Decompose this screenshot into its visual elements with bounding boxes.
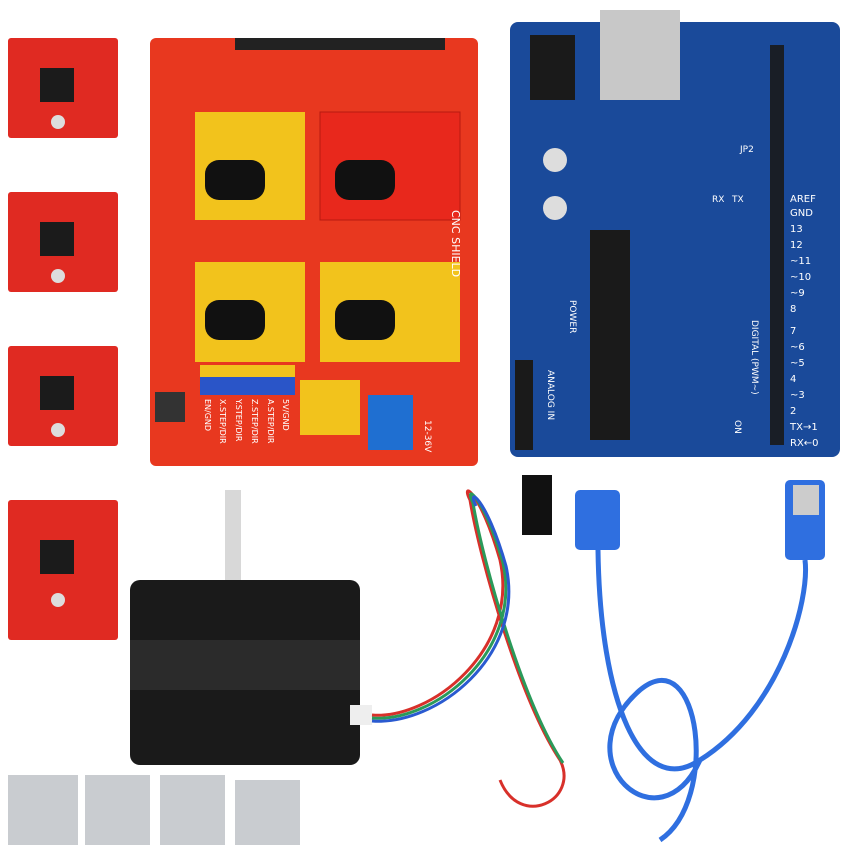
stepper-motor <box>130 490 372 765</box>
heatsink <box>160 775 225 845</box>
digital-label: DIGITAL (PWM~) <box>749 320 759 395</box>
pin-label: 13 <box>790 224 803 235</box>
heatsinks <box>8 775 300 845</box>
pin-label: 2 <box>790 406 796 417</box>
pin-label: RX←0 <box>790 438 819 449</box>
power-label: POWER <box>567 300 577 333</box>
motor-cable <box>371 475 566 808</box>
pin-label-a-step-dir: A.STEP/DIR <box>266 399 275 444</box>
pin-label: ~10 <box>790 272 811 283</box>
cnc-shield: EN/GND X.STEP/DIR Y.STEP/DIR Z.STEP/DIR … <box>150 38 478 466</box>
pin-label: 4 <box>790 374 796 385</box>
heatsink <box>235 780 300 845</box>
pin-label: TX→1 <box>789 422 818 433</box>
driver-board <box>8 192 118 292</box>
heatsink <box>8 775 78 845</box>
shield-title: CNC SHIELD <box>449 210 462 277</box>
pin-label-5v-gnd: 5V/GND <box>281 399 290 431</box>
heatsink <box>85 775 150 845</box>
stepper-driver-boards <box>8 38 118 640</box>
shield-voltage: 12-36V <box>422 420 432 453</box>
aref-label: AREF <box>790 194 816 205</box>
driver-board <box>8 500 118 640</box>
rx-label: RX <box>712 195 724 205</box>
pin-label-x-step-dir: X.STEP/DIR <box>218 399 227 444</box>
pin-label: ~5 <box>790 358 805 369</box>
pin-label: ~11 <box>790 256 811 267</box>
pin-label: ~9 <box>790 288 805 299</box>
jp2-label: JP2 <box>739 145 754 155</box>
pin-label-z-step-dir: Z.STEP/DIR <box>250 399 259 444</box>
gnd-label: GND <box>790 208 813 219</box>
usb-cable <box>575 480 825 843</box>
shield-pin-labels: EN/GND X.STEP/DIR Y.STEP/DIR Z.STEP/DIR … <box>203 398 290 444</box>
pin-label: ~3 <box>790 390 805 401</box>
driver-board <box>8 38 118 138</box>
driver-board <box>8 346 118 446</box>
tx-label: TX <box>731 195 744 205</box>
digital-pin-labels: 13 12 ~11 ~10 ~9 8 7 ~6 ~5 4 ~3 2 TX→1 R… <box>789 224 819 449</box>
pin-label-y-step-dir: Y.STEP/DIR <box>234 398 243 442</box>
pin-label: 8 <box>790 304 796 315</box>
pin-label: 12 <box>790 240 803 251</box>
pin-label: 7 <box>790 326 796 337</box>
pin-label-en-gnd: EN/GND <box>203 399 212 431</box>
analog-label: ANALOG IN <box>545 370 555 420</box>
arduino-uno-board: AREF GND 13 12 ~11 ~10 ~9 8 7 ~6 ~5 4 ~3… <box>510 10 840 457</box>
pin-label: ~6 <box>790 342 805 353</box>
on-label: ON <box>732 420 742 434</box>
